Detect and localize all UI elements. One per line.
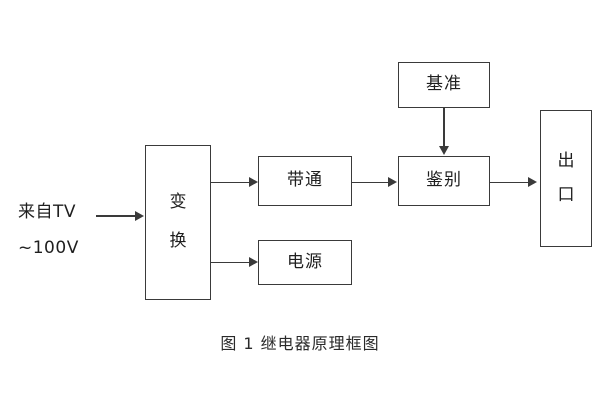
block-reference[interactable]: 基准 xyxy=(398,62,490,108)
connector-reference-to-discriminate xyxy=(443,108,445,148)
block-discriminate[interactable]: 鉴别 xyxy=(398,156,490,206)
arrowhead-input-to-convert xyxy=(135,210,144,221)
block-power[interactable]: 电源 xyxy=(258,240,352,285)
connector-bandpass-to-discriminate xyxy=(352,181,392,183)
arrowhead-convert-to-power xyxy=(249,257,258,267)
block-power-label: 电源 xyxy=(287,251,323,272)
block-convert-label-bottom: 换 xyxy=(169,231,187,252)
figure-caption: 图 1 继电器原理框图 xyxy=(220,334,380,353)
block-output-label-bottom: 口 xyxy=(557,184,575,205)
connector-discriminate-to-output xyxy=(490,181,534,183)
arrowhead-bandpass-to-discriminate xyxy=(388,177,397,187)
input-source-label-line1: 来自TV xyxy=(18,202,77,222)
arrowhead-reference-to-discriminate xyxy=(438,146,449,155)
connector-convert-to-power xyxy=(211,261,255,263)
block-reference-label: 基准 xyxy=(426,74,462,95)
input-source-label-line2: ~100V xyxy=(18,238,79,258)
arrowhead-discriminate-to-output xyxy=(528,177,537,187)
connector-convert-to-bandpass xyxy=(211,181,255,183)
block-output[interactable]: 出 口 xyxy=(540,110,592,247)
block-bandpass[interactable]: 带通 xyxy=(258,156,352,206)
block-bandpass-label: 带通 xyxy=(287,170,323,191)
connector-input-to-convert xyxy=(96,215,136,217)
block-discriminate-label: 鉴别 xyxy=(426,170,462,191)
block-convert-label-top: 变 xyxy=(169,192,187,213)
arrowhead-convert-to-bandpass xyxy=(249,177,258,187)
block-output-label-top: 出 xyxy=(557,150,575,171)
block-convert[interactable]: 变 换 xyxy=(145,145,211,300)
